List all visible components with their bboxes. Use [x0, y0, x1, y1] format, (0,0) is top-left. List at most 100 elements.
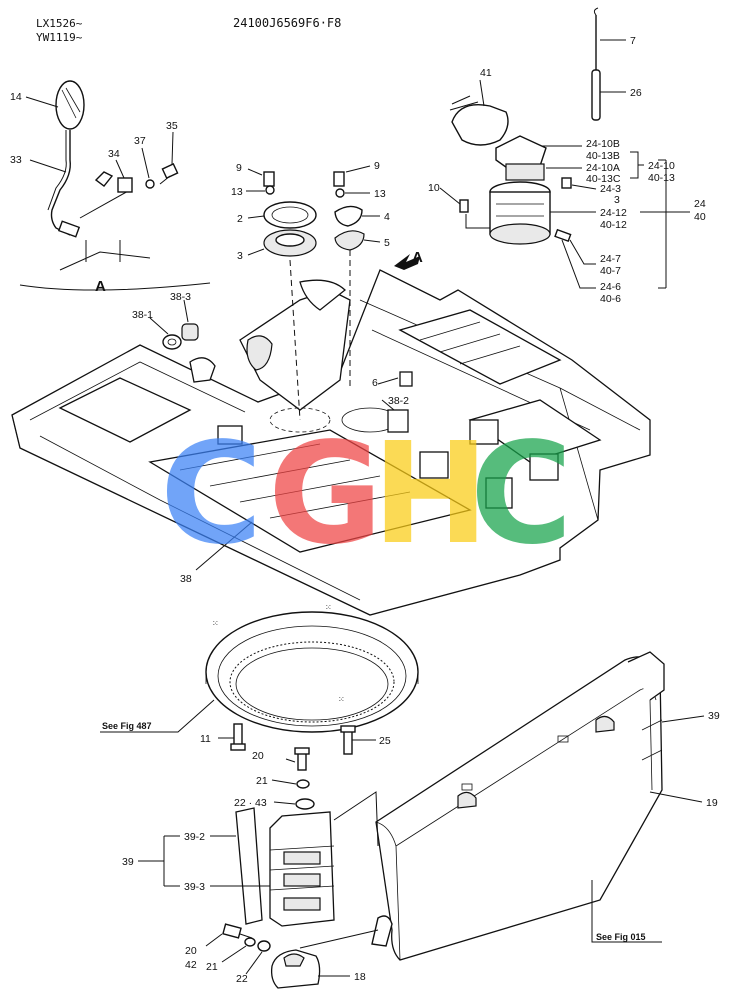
mirror-head: [55, 80, 85, 130]
detail-view-a: A: [19, 80, 211, 295]
watermark-letter-3: H: [372, 413, 489, 576]
label-11: 11: [200, 733, 211, 745]
label-22-43: 22 · 43: [234, 797, 267, 809]
label-6: 6: [372, 377, 378, 389]
bolt-9-right: [333, 171, 345, 187]
bracket-34: [117, 177, 133, 193]
swing-motor-assembly: [449, 7, 601, 245]
washer-37: [145, 179, 155, 189]
label-40-13b: 40-13B: [586, 150, 620, 162]
label-39-2: 39-2: [184, 831, 205, 843]
bolt-24-3: [561, 177, 572, 189]
label-24-10: 24-10: [648, 160, 675, 172]
watermark-letter-1: C: [160, 413, 263, 576]
hook-18: [270, 949, 321, 989]
pin-24-7: [554, 228, 572, 243]
label-5: 5: [384, 237, 390, 249]
view-a-callout: A: [412, 249, 423, 266]
label-24-3: 24-3: [600, 183, 621, 195]
label-7: 7: [630, 35, 636, 47]
bushing-38-3: [181, 323, 199, 341]
label-20-upper: 20: [252, 750, 264, 762]
plate-5: [334, 230, 365, 251]
label-38: 38: [180, 573, 192, 585]
view-a-caption: A: [95, 278, 106, 295]
label-21-upper: 21: [256, 775, 268, 787]
label-18: 18: [354, 971, 366, 983]
bolt-20-42: [222, 923, 242, 939]
washer-13-left: [265, 185, 275, 195]
cover-plates: [263, 171, 365, 257]
ref-see-fig-487: See Fig 487: [102, 721, 152, 731]
valve-41: [451, 104, 509, 146]
bolt-9-left: [263, 171, 275, 187]
label-39-mount: 39: [122, 856, 134, 868]
label-24-10a: 24-10A: [586, 162, 620, 174]
label-10: 10: [428, 182, 440, 194]
label-40-13: 40-13: [648, 172, 675, 184]
label-24-6: 24-6: [600, 281, 621, 293]
view-a-arrow: A: [394, 249, 423, 270]
bolt-10: [459, 199, 469, 213]
washer-22-lower: [257, 940, 271, 952]
watermark: C G H C: [160, 413, 573, 576]
label-33: 33: [10, 154, 22, 166]
label-9-left: 9: [236, 162, 242, 174]
bushing-38-1: [162, 334, 182, 350]
label-40-13c: 40-13C: [586, 173, 621, 185]
svg-text:⁙: ⁙: [338, 695, 345, 704]
label-39-3: 39-3: [184, 881, 205, 893]
watermark-letter-2: G: [268, 413, 383, 576]
label-38-3: 38-3: [170, 291, 191, 303]
washer-13-right: [335, 188, 345, 198]
label-39-weight: 39: [708, 710, 720, 722]
label-35: 35: [166, 120, 178, 132]
gasket-2: [263, 201, 317, 229]
label-37: 37: [134, 135, 146, 147]
svg-text:⁙: ⁙: [212, 619, 219, 628]
label-24-10b: 24-10B: [586, 138, 620, 150]
pin-26: [591, 69, 601, 121]
drawing-number: 24100J6569F6·F8: [233, 16, 341, 30]
label-19: 19: [706, 797, 718, 809]
label-40-6: 40-6: [600, 293, 621, 305]
label-26: 26: [630, 87, 642, 99]
motor-upper: [505, 163, 545, 181]
washer-21: [296, 779, 310, 789]
label-38-1: 38-1: [132, 309, 153, 321]
label-2: 2: [237, 213, 243, 225]
label-42: 42: [185, 959, 197, 971]
plate-4: [334, 205, 363, 227]
label-40-7: 40-7: [600, 265, 621, 277]
label-4: 4: [384, 211, 390, 223]
label-40: 40: [694, 211, 706, 223]
label-13-right: 13: [374, 188, 386, 200]
label-3-cover: 3: [237, 250, 243, 262]
svg-text:⁙: ⁙: [325, 603, 332, 612]
label-9-right: 9: [374, 160, 380, 172]
label-25: 25: [379, 735, 391, 747]
watermark-letter-4: C: [470, 413, 573, 576]
label-14: 14: [10, 91, 22, 103]
washer-22-43: [295, 798, 315, 810]
serial-range-yw: YW1119~: [36, 31, 83, 44]
serial-range-lx: LX1526~: [36, 17, 83, 30]
label-3-bolt: 3: [614, 194, 620, 206]
bolt-20: [297, 751, 307, 771]
label-40-12: 40-12: [600, 219, 627, 231]
swing-frame-38: [11, 250, 651, 616]
hook-18-mount: [371, 915, 393, 947]
plug-6: [399, 371, 413, 387]
weight-mount-hardware: [222, 747, 379, 989]
washer-21-lower: [244, 937, 256, 947]
bolt-35: [161, 163, 179, 179]
ref-see-fig-015: See Fig 015: [596, 932, 646, 942]
label-34: 34: [108, 148, 120, 160]
label-41: 41: [480, 67, 492, 79]
label-20-lower: 20: [185, 945, 197, 957]
plate-39-2: [235, 807, 263, 925]
label-38-2: 38-2: [388, 395, 409, 407]
label-22-lower: 22: [236, 973, 248, 985]
swing-bearing: ⁙ ⁙ ⁙: [205, 603, 419, 733]
label-21-lower: 21: [206, 961, 218, 973]
